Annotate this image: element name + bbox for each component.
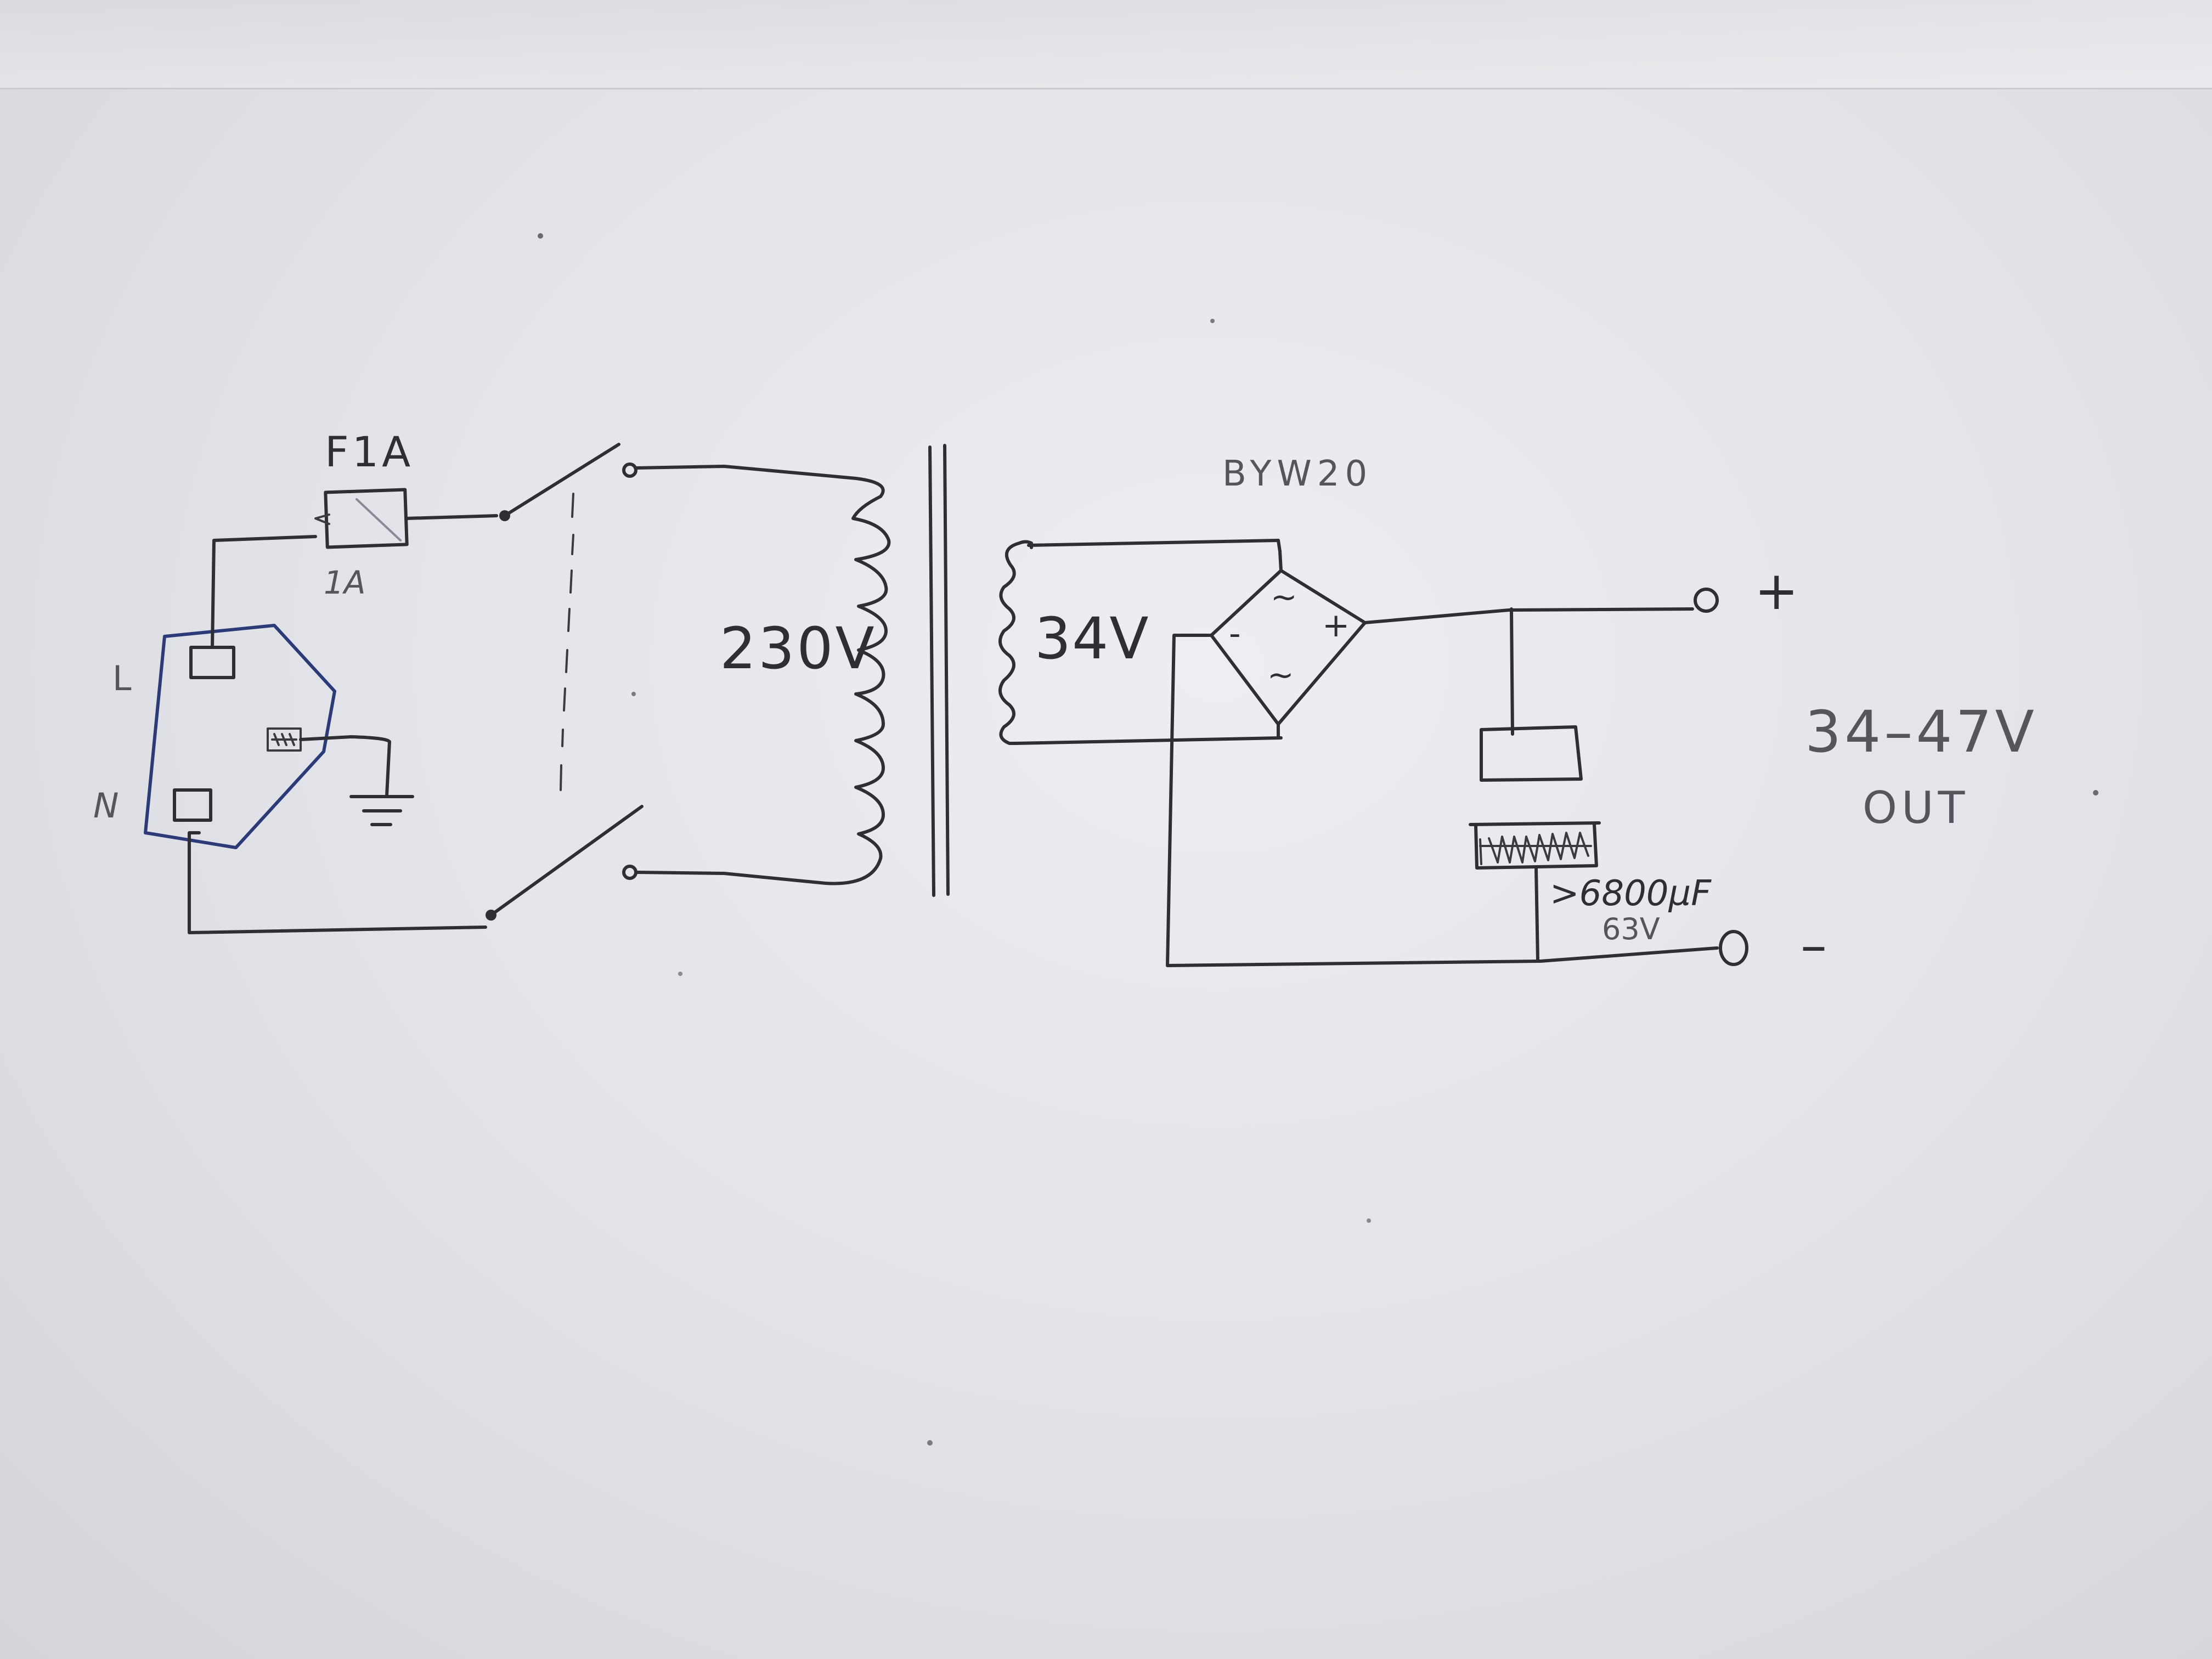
ground-icon: [299, 735, 414, 826]
rectifier-minus-symbol: -: [1229, 614, 1241, 653]
fuse-label: F1A: [325, 427, 414, 476]
rectifier-plus-symbol: +: [1322, 606, 1350, 645]
neutral-label: N: [93, 786, 119, 826]
fuse-rating-label: 1A: [324, 564, 366, 601]
neutral-terminal: [173, 788, 212, 822]
paper-edge: [0, 0, 2212, 89]
output-positive-terminal: [1694, 588, 1719, 613]
live-terminal: [189, 646, 235, 679]
primary-top-wire: [634, 465, 885, 498]
live-label: L: [112, 658, 132, 698]
negative-rail-wire: [1166, 634, 1542, 967]
primary-winding-icon: [851, 495, 891, 860]
transformer-core-icon: [928, 444, 950, 897]
paper-specks: [538, 233, 2098, 1446]
secondary-top-wire: [1027, 539, 1282, 553]
fuse-to-switch-wire: [404, 514, 498, 520]
positive-rail-wire: [1363, 607, 1694, 624]
power-switch-icon: [486, 443, 644, 921]
primary-voltage-label: 230V: [720, 615, 877, 682]
secondary-voltage-label: 34V: [1035, 605, 1149, 672]
output-negative-wire: [1539, 946, 1719, 963]
output-caption: OUT: [1863, 782, 1969, 833]
bridge-rectifier-icon: [1210, 550, 1367, 740]
output-plus-label: +: [1754, 560, 1798, 622]
rectifier-ac-symbol-top: ~: [1271, 578, 1297, 616]
secondary-winding-icon: [998, 540, 1033, 745]
capacitor-icon: [1469, 725, 1601, 962]
capacitance-label: >6800µF: [1550, 873, 1712, 914]
output-minus-label: –: [1801, 915, 1827, 976]
capacitor-voltage-label: 63V: [1602, 912, 1660, 946]
primary-bottom-wire: [635, 857, 882, 885]
rectifier-ac-symbol-bottom: ~: [1267, 656, 1294, 693]
mains-inlet: [144, 624, 336, 849]
fuse-icon: [314, 488, 409, 549]
neutral-wire: [188, 831, 487, 934]
output-negative-terminal: [1719, 930, 1748, 966]
capacitor-top-wire: [1510, 607, 1514, 736]
secondary-bottom-wire: [1013, 736, 1283, 745]
rectifier-part-label: BYW20: [1222, 454, 1373, 494]
output-voltage-range: 34–47V: [1805, 698, 2038, 765]
live-wire: [211, 535, 317, 649]
